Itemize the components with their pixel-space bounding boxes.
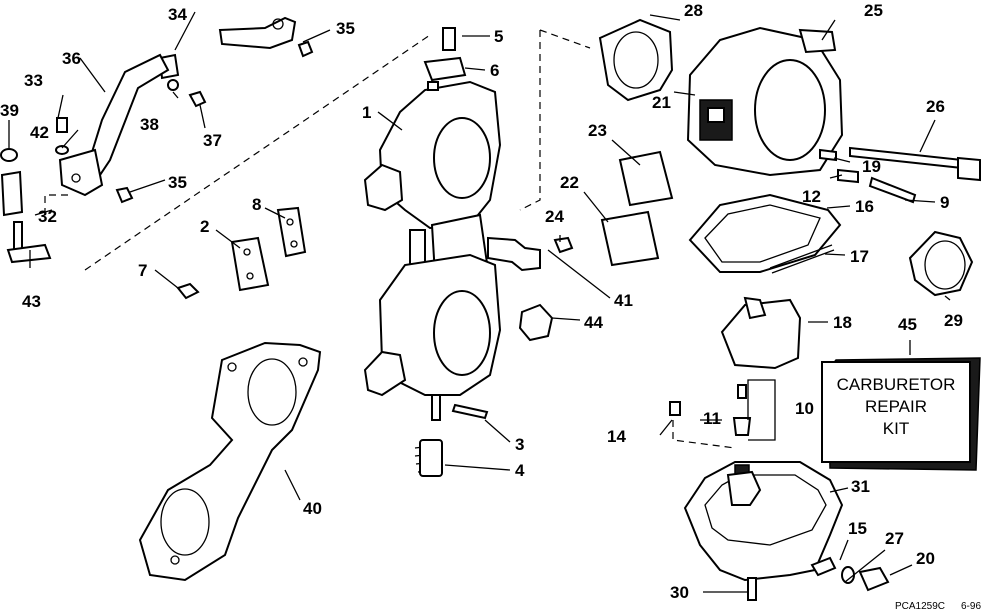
callout-41: 41 [614,291,633,310]
callout-30: 30 [670,583,689,602]
callout-12: 12 [802,187,821,206]
top-screw-and-plate [423,27,467,82]
callout-9: 9 [940,193,949,212]
air-horn [686,26,844,177]
throttle-arm-part [158,16,297,80]
drawing-footer: PCA1259C 6-96 [895,601,981,612]
callout-23: 23 [588,121,607,140]
air-intake-gasket [598,18,674,102]
callout-35-mid: 35 [168,173,187,192]
callout-28: 28 [684,1,703,20]
kit-line-1: CARBURETOR [837,375,956,394]
float-bowl [683,461,844,582]
float [720,296,802,370]
callout-18: 18 [833,313,852,332]
cover-plates [600,150,674,267]
fuel-fittings [487,236,574,342]
intake-gasket [138,341,322,582]
callout-34: 34 [168,5,187,24]
callout-10: 10 [795,399,814,418]
callout-8: 8 [252,195,261,214]
callout-5: 5 [494,27,503,46]
callout-33: 33 [24,71,43,90]
callout-44: 44 [584,313,603,332]
callout-42: 42 [30,123,49,142]
carburetor-body [363,80,502,421]
kit-line-2: REPAIR [865,397,927,416]
carburetor-repair-kit: CARBURETOR REPAIR KIT [821,357,981,471]
callout-15: 15 [848,519,867,538]
throttle-plates [230,206,307,292]
callout-40: 40 [303,499,322,518]
bowl-fittings [747,556,890,601]
kit-line-3: KIT [883,419,909,438]
callout-31: 31 [851,477,870,496]
callout-36: 36 [62,49,81,68]
callout-21: 21 [652,93,671,112]
callout-22: 22 [560,173,579,192]
float-needle-valve [669,379,776,441]
callout-1: 1 [362,103,371,122]
leader-lines [8,11,951,593]
callout-19: 19 [862,157,881,176]
long-screw-and-jets [819,146,981,204]
drawing-code: PCA1259C [895,601,945,612]
callout-38: 38 [140,115,159,134]
float-bowl-gasket [688,193,842,274]
needle-and-spring [414,403,489,477]
callout-16: 16 [855,197,874,216]
callout-35-top: 35 [336,19,355,38]
alignment-lines [44,29,736,449]
callout-17: 17 [850,247,869,266]
throttle-link-arm [58,53,170,197]
callout-labels: 34 35 36 33 39 42 38 37 35 32 43 7 2 8 1… [0,1,963,602]
callout-29: 29 [944,311,963,330]
callout-7: 7 [138,261,147,280]
callout-32: 32 [38,207,57,226]
small-fasteners-left [0,40,314,300]
callout-39: 39 [0,101,19,120]
callout-24: 24 [545,207,564,226]
callout-25: 25 [864,1,883,20]
callout-6: 6 [490,61,499,80]
drawing-date: 6-96 [961,601,981,612]
callout-45: 45 [898,315,917,334]
callout-27: 27 [885,529,904,548]
callout-2: 2 [200,217,209,236]
callout-37: 37 [203,131,222,150]
callout-43: 43 [22,292,41,311]
callout-26: 26 [926,97,945,116]
callout-11: 11 [703,409,721,428]
callout-3: 3 [515,435,524,454]
callout-20: 20 [916,549,935,568]
intake-sleeve [908,230,974,297]
callout-14: 14 [607,427,626,446]
callout-4: 4 [515,461,525,480]
